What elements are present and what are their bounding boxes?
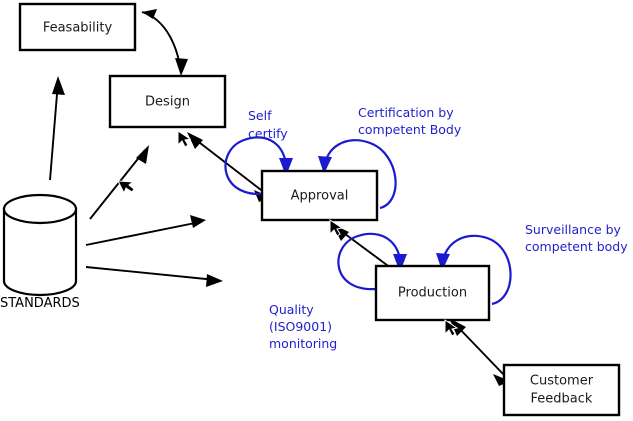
annotation-self-certify: Self certify bbox=[248, 108, 288, 141]
cursor-pointer-approval bbox=[329, 219, 344, 237]
annotation-self-certify-line2: certify bbox=[248, 126, 288, 141]
edge-standards-feasability bbox=[49, 76, 65, 181]
node-design[interactable]: Design bbox=[108, 74, 227, 129]
edge-production-customerfeedback bbox=[449, 318, 510, 386]
edge-design-approval bbox=[187, 132, 270, 202]
cursor-pointer-design bbox=[177, 130, 192, 148]
node-feasability[interactable]: Feasability bbox=[18, 2, 137, 52]
annotation-quality-line3: monitoring bbox=[269, 336, 337, 351]
node-customer-feedback-label-line2: Feedback bbox=[531, 392, 593, 407]
node-standards-label: STANDARDS bbox=[0, 296, 80, 311]
loop-self-certify bbox=[224, 136, 293, 196]
node-customer-feedback[interactable]: Customer Feedback bbox=[502, 363, 621, 417]
edge-feasability-design bbox=[141, 9, 188, 76]
edge-standards-design bbox=[89, 145, 149, 220]
annotation-certification: Certification by competent Body bbox=[358, 105, 462, 137]
annotation-quality: Quality (ISO9001) monitoring bbox=[269, 302, 337, 351]
annotation-certification-line2: competent Body bbox=[358, 122, 462, 137]
annotation-quality-line2: (ISO9001) bbox=[269, 319, 332, 334]
cursor-pointer-production bbox=[444, 319, 459, 337]
loop-certification bbox=[318, 139, 397, 210]
node-approval-label: Approval bbox=[291, 189, 349, 204]
cursor-pointer-standards bbox=[117, 180, 135, 195]
node-standards[interactable]: STANDARDS bbox=[0, 193, 80, 311]
loop-quality bbox=[337, 232, 407, 291]
node-design-label: Design bbox=[145, 95, 190, 110]
annotation-quality-line1: Quality bbox=[269, 302, 314, 317]
edge-standards-approval bbox=[85, 215, 206, 246]
node-feasability-label: Feasability bbox=[43, 21, 113, 36]
node-approval[interactable]: Approval bbox=[260, 169, 379, 222]
edge-standards-production bbox=[85, 266, 223, 287]
annotation-surveillance-line1: Surveillance by bbox=[525, 222, 622, 237]
loop-surveillance bbox=[436, 234, 512, 306]
node-production-label: Production bbox=[398, 286, 467, 301]
node-customer-feedback-label-line1: Customer bbox=[530, 374, 594, 389]
annotation-certification-line1: Certification by bbox=[358, 105, 454, 120]
annotation-self-certify-line1: Self bbox=[248, 108, 272, 123]
annotation-surveillance-line2: competent body bbox=[525, 239, 628, 254]
node-production[interactable]: Production bbox=[374, 264, 491, 322]
annotation-surveillance: Surveillance by competent body bbox=[525, 222, 628, 254]
